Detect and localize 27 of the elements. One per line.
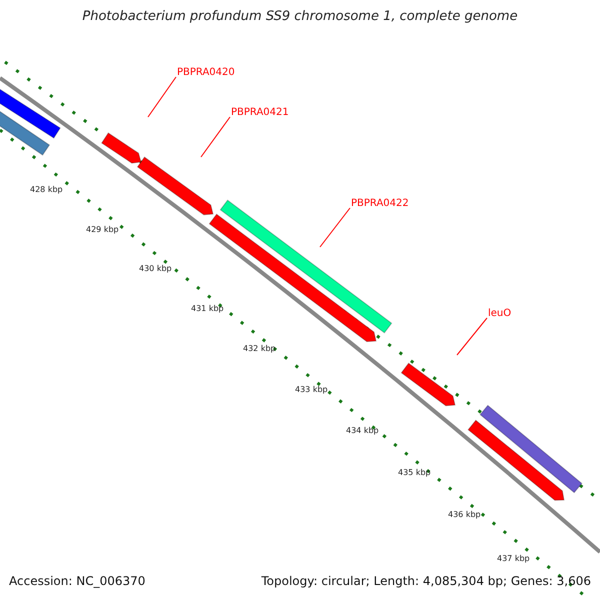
scale-label: 437 kbp	[497, 554, 530, 563]
gene-feature	[208, 214, 377, 342]
scale-label: 429 kbp	[86, 225, 119, 234]
genome-info-text: Topology: circular; Length: 4,085,304 bp; Genes: 3,606	[261, 574, 591, 588]
scale-label: 428 kbp	[30, 185, 63, 194]
scale-label: 431 kbp	[191, 304, 224, 313]
gene-feature	[468, 420, 565, 501]
gene-label: PBPRA0422	[351, 198, 409, 209]
leader-line	[148, 76, 176, 118]
scale-label: 436 kbp	[448, 510, 481, 519]
gene-label: leuO	[488, 308, 512, 319]
scale-label: 435 kbp	[398, 468, 431, 477]
gene-feature	[101, 132, 142, 164]
gene-band	[480, 404, 582, 494]
leader-line	[456, 318, 488, 356]
scale-label: 432 kbp	[243, 344, 276, 353]
diagram-title: Photobacterium profundum SS9 chromosome 1, complete genome	[81, 9, 519, 24]
gene-label: PBPRA0421	[231, 107, 289, 118]
gene-feature	[400, 362, 456, 406]
leader-line	[320, 208, 350, 248]
leader-line	[200, 116, 230, 158]
accession-text: Accession: NC_006370	[9, 574, 146, 588]
scale-label: 434 kbp	[346, 426, 379, 435]
gene-feature	[136, 156, 214, 216]
scale-label: 433 kbp	[295, 385, 328, 394]
gene-label: PBPRA0420	[177, 67, 235, 78]
scale-label: 430 kbp	[139, 264, 172, 273]
